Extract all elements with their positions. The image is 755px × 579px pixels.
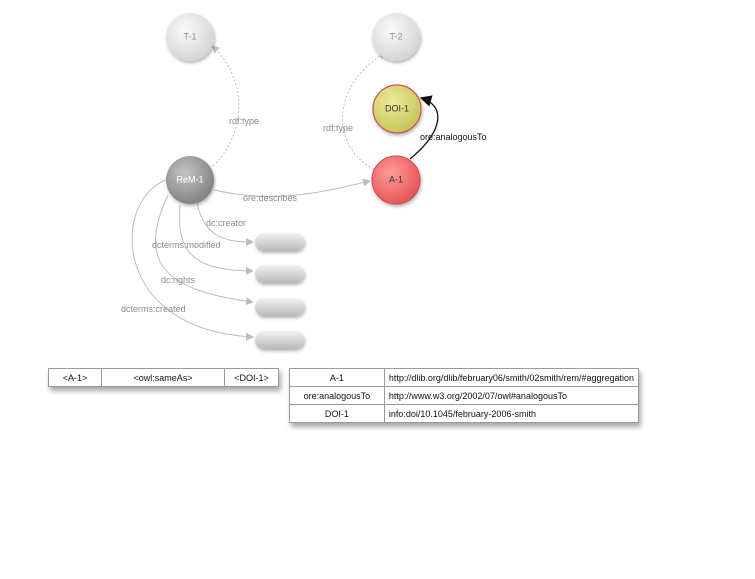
edge-analogous-to <box>409 95 439 160</box>
node-doi1-label: DOI-1 <box>385 103 409 113</box>
edge-modified <box>178 204 254 275</box>
mapping-value: info:doi/10.1045/february-2006-smith <box>383 404 640 423</box>
label-modified: dcterms:modified <box>152 240 221 250</box>
mapping-key: ore:analogousTo <box>289 386 385 405</box>
node-t2-label: T-2 <box>389 31 402 41</box>
label-rdf-type-rem: rdf:type <box>229 116 259 126</box>
literal-creator[interactable] <box>255 233 304 251</box>
table-row: DOI-1 info:doi/10.1045/february-2006-smi… <box>289 404 640 423</box>
literal-modified[interactable] <box>255 265 304 283</box>
node-rem1-label: ReM-1 <box>176 174 203 184</box>
literal-pills <box>255 233 304 349</box>
mapping-value: http://dlib.org/dlib/february06/smith/02… <box>383 368 640 387</box>
node-a1[interactable]: A-1 <box>371 155 421 205</box>
label-rights: dc:rights <box>161 275 196 285</box>
triple-predicate: <owl:sameAs> <box>101 368 225 387</box>
mapping-key: A-1 <box>289 368 385 387</box>
edge-created <box>131 179 254 341</box>
triple-table: <A-1> <owl:sameAs> <DOI-1> <box>48 368 279 387</box>
node-rem1[interactable]: ReM-1 <box>166 156 214 204</box>
node-doi1[interactable]: DOI-1 <box>372 84 422 134</box>
table-row: <A-1> <owl:sameAs> <DOI-1> <box>48 368 279 387</box>
label-analogous-to: ore:analogousTo <box>420 132 487 142</box>
triple-subject: <A-1> <box>48 368 102 387</box>
node-t1-label: T-1 <box>183 31 196 41</box>
node-a1-label: A-1 <box>389 174 403 184</box>
edge-rights <box>154 194 254 306</box>
literal-rights[interactable] <box>255 298 304 316</box>
edge-describes <box>213 178 371 197</box>
label-created: dcterms:created <box>121 304 186 314</box>
edge-labels: rdf:type rdf:type ore:analogousTo ore:de… <box>121 116 487 314</box>
node-t2[interactable]: T-2 <box>372 13 420 61</box>
triple-object: <DOI-1> <box>224 368 279 387</box>
node-t1[interactable]: T-1 <box>166 13 214 61</box>
label-creator: dc:creator <box>206 218 246 228</box>
edge-rem-rdf-type <box>211 45 240 167</box>
edge-creator <box>196 202 254 246</box>
label-rdf-type-a: rdf:type <box>323 123 353 133</box>
table-row: ore:analogousTo http://www.w3.org/2002/0… <box>289 386 640 405</box>
literal-created[interactable] <box>255 331 304 349</box>
namespace-mapping-table: A-1 http://dlib.org/dlib/february06/smit… <box>289 368 640 423</box>
edges <box>131 45 439 341</box>
table-row: A-1 http://dlib.org/dlib/february06/smit… <box>289 368 640 387</box>
mapping-value: http://www.w3.org/2002/07/owl#analogousT… <box>383 386 640 405</box>
mapping-key: DOI-1 <box>289 404 385 423</box>
label-describes: ore:describes <box>243 193 298 203</box>
